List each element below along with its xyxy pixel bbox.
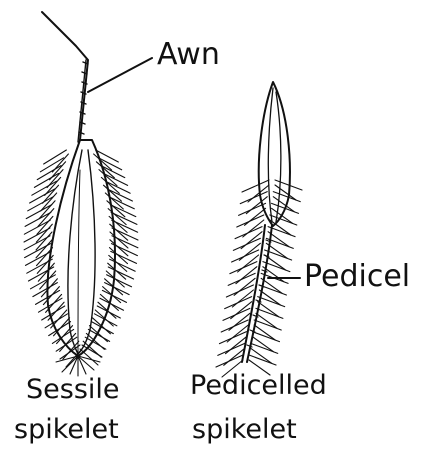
- hair: [40, 158, 63, 172]
- hair: [272, 208, 293, 223]
- hair: [237, 215, 264, 227]
- hair: [102, 290, 126, 302]
- hair: [24, 236, 50, 250]
- hair: [233, 238, 260, 250]
- hair: [218, 343, 245, 355]
- hair: [100, 298, 124, 310]
- hair: [275, 185, 296, 200]
- awn-leader-line: [88, 58, 152, 92]
- pedicelled-spikelet-drawing: [216, 82, 302, 377]
- hair: [225, 297, 252, 309]
- hair: [37, 166, 61, 180]
- hair: [239, 203, 266, 215]
- hair: [270, 220, 291, 235]
- hair: [33, 283, 58, 297]
- pedicelled-label-line2: spikelet: [192, 416, 297, 443]
- hair: [30, 275, 55, 289]
- hair: [25, 212, 51, 226]
- hair: [242, 180, 269, 192]
- pedicel-label: Pedicel: [304, 262, 410, 292]
- hair: [263, 267, 284, 282]
- hair: [219, 332, 246, 344]
- sessile-hairs: [24, 150, 138, 367]
- hair: [24, 220, 50, 234]
- hair: [228, 273, 255, 285]
- hair: [30, 189, 55, 203]
- sessile-spikelet-drawing: [24, 12, 138, 376]
- hair: [235, 227, 262, 239]
- hair: [226, 285, 253, 297]
- hair: [216, 355, 243, 367]
- hair: [252, 337, 273, 352]
- hair: [34, 173, 58, 187]
- hair: [221, 320, 248, 332]
- hair: [230, 262, 257, 274]
- awn-drawing: [42, 12, 88, 140]
- hair: [254, 325, 275, 340]
- hair: [26, 205, 52, 219]
- sessile-glume: [47, 140, 115, 356]
- pedicelled-label-line1: Pedicelled: [190, 372, 327, 399]
- hair: [32, 181, 57, 195]
- hair: [24, 228, 50, 242]
- sessile-label-line2: spikelet: [14, 416, 119, 443]
- sessile-label-line1: Sessile: [26, 376, 120, 403]
- hair: [44, 150, 67, 164]
- hair: [232, 250, 259, 262]
- hair: [223, 308, 250, 320]
- hair: [258, 302, 279, 317]
- hair: [259, 290, 280, 305]
- hair: [251, 348, 272, 363]
- awn-label: Awn: [157, 40, 220, 70]
- hair: [261, 278, 282, 293]
- hair: [28, 197, 53, 211]
- hair: [256, 313, 277, 328]
- hair: [240, 192, 267, 204]
- hair: [265, 255, 286, 270]
